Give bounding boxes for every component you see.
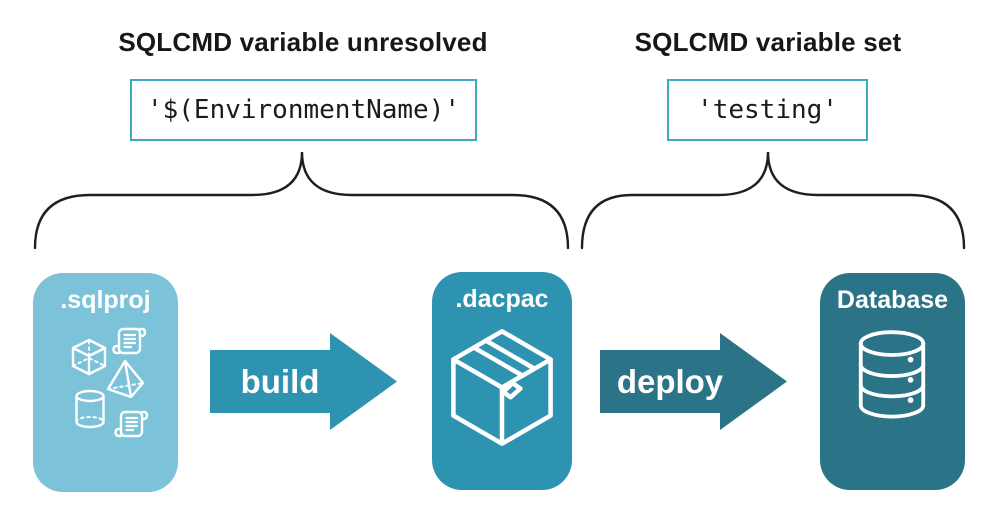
- stage-database-label: Database: [836, 286, 949, 314]
- stage-sqlproj: .sqlproj: [33, 273, 178, 492]
- scroll-icon: [112, 327, 147, 355]
- heading-variable-unresolved: SQLCMD variable unresolved: [118, 27, 488, 57]
- stage-sqlproj-label: .sqlproj: [60, 286, 151, 314]
- deploy-arrow: deploy: [600, 333, 787, 430]
- pyramid-icon: [106, 359, 145, 399]
- cube-icon: [71, 338, 107, 376]
- cylinder-icon: [75, 389, 105, 429]
- curly-brace-right: [580, 151, 966, 250]
- heading-variable-set: SQLCMD variable set: [634, 27, 902, 57]
- arrow-right-icon: [210, 333, 397, 430]
- stage-database: Database: [820, 273, 965, 490]
- arrow-right-icon: [600, 333, 787, 430]
- code-box-set: 'testing': [667, 79, 868, 141]
- code-value-set: 'testing': [697, 95, 838, 125]
- stage-dacpac: .dacpac: [432, 272, 572, 490]
- build-arrow: build: [210, 333, 397, 430]
- curly-brace-left: [33, 151, 570, 250]
- stage-dacpac-label: .dacpac: [455, 285, 549, 313]
- package-icon: [451, 329, 553, 446]
- code-box-unresolved: '$(EnvironmentName)': [130, 79, 477, 141]
- deploy-arrow-label: deploy: [616, 362, 724, 400]
- database-icon: [858, 330, 926, 419]
- build-arrow-label: build: [240, 362, 320, 400]
- code-value-unresolved: '$(EnvironmentName)': [146, 95, 461, 125]
- scroll-icon: [114, 410, 149, 438]
